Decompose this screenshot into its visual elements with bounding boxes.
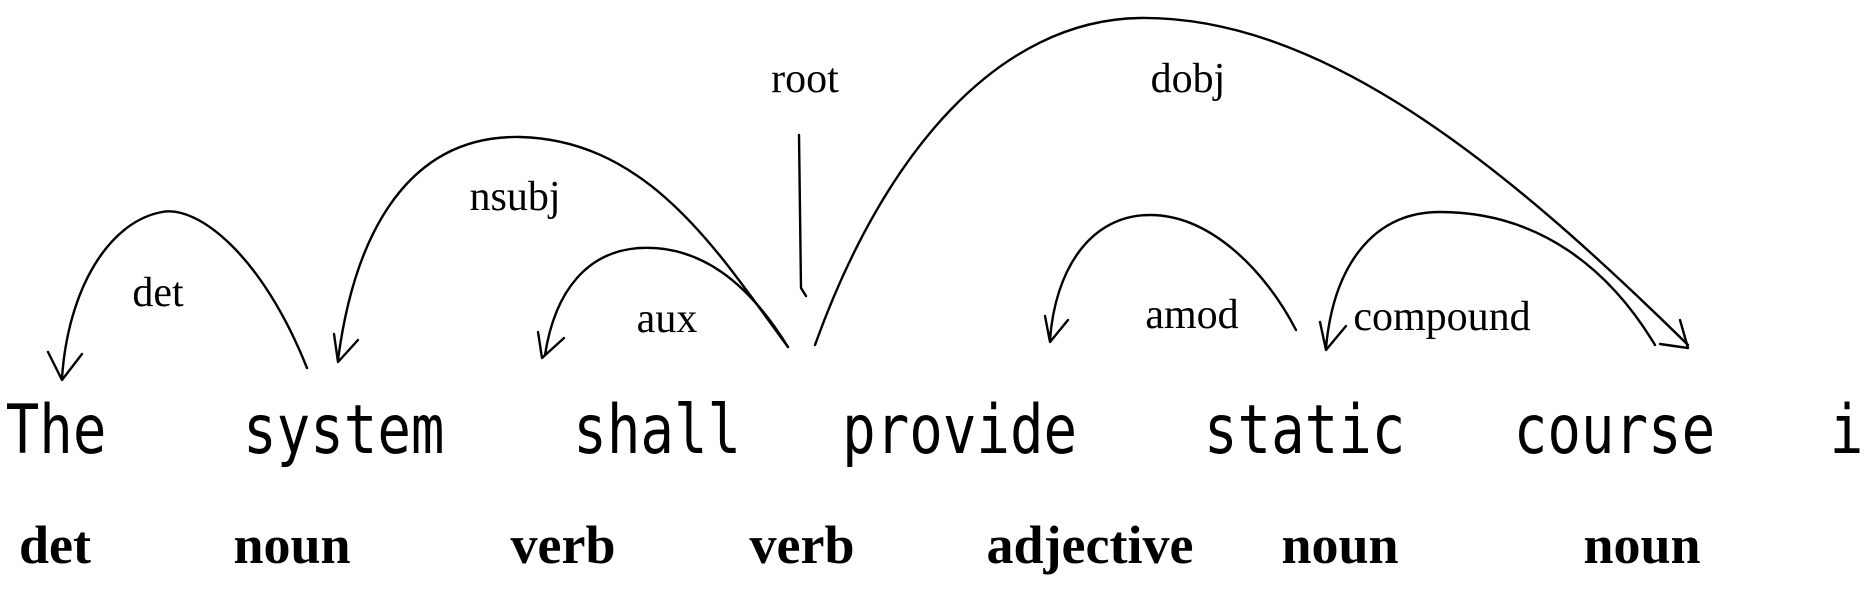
- relation-label-nsubj: nsubj: [469, 174, 560, 220]
- word-shall: shall: [573, 390, 741, 470]
- arc-det: det: [46, 210, 309, 382]
- pos-row: det noun verb verb adjective noun noun: [19, 515, 1701, 575]
- arc-det-arrowhead: [46, 350, 84, 382]
- relation-label-root: root: [771, 56, 839, 102]
- word-the: The: [6, 390, 107, 470]
- arc-nsubj-curve: [336, 135, 790, 362]
- relation-label-compound: compound: [1353, 294, 1530, 340]
- relation-label-dobj: dobj: [1151, 56, 1226, 102]
- word-information: information: [1830, 390, 1864, 470]
- arc-aux-curve: [543, 246, 790, 357]
- pos-tag-system: noun: [233, 515, 350, 575]
- root-line: [797, 133, 808, 298]
- arc-aux-arrowhead: [536, 330, 566, 360]
- arc-amod-curve: [1048, 213, 1298, 342]
- arc-dobj-curve: [813, 16, 1690, 347]
- pos-tag-static: adjective: [987, 515, 1194, 575]
- arc-nsubj-arrowhead: [332, 332, 360, 364]
- relation-label-det: det: [132, 270, 184, 316]
- arc-det-curve: [60, 210, 309, 380]
- arc-compound-arrowhead: [1318, 320, 1348, 352]
- pos-tag-shall: verb: [511, 515, 616, 575]
- word-static: static: [1204, 390, 1405, 470]
- word-system: system: [243, 390, 444, 470]
- arc-nsubj: nsubj: [332, 135, 790, 364]
- word-provide: provide: [842, 390, 1077, 470]
- words-row: The system shall provide static course i…: [6, 390, 1864, 470]
- relation-label-amod: amod: [1145, 292, 1238, 338]
- arc-aux: aux: [536, 246, 790, 360]
- arc-dobj: dobj: [813, 16, 1690, 350]
- arc-root: root: [771, 56, 839, 298]
- arc-compound: compound: [1318, 210, 1657, 352]
- pos-tag-course: noun: [1281, 515, 1398, 575]
- arc-amod-arrowhead: [1043, 314, 1070, 344]
- pos-tag-provide: verb: [750, 515, 855, 575]
- relation-label-aux: aux: [637, 296, 698, 342]
- pos-tag-information: noun: [1583, 515, 1700, 575]
- word-course: course: [1514, 390, 1715, 470]
- arc-compound-curve: [1324, 210, 1657, 350]
- arc-amod: amod: [1043, 213, 1298, 344]
- arc-dobj-arrowhead: [1658, 318, 1690, 350]
- pos-tag-the: det: [19, 515, 91, 575]
